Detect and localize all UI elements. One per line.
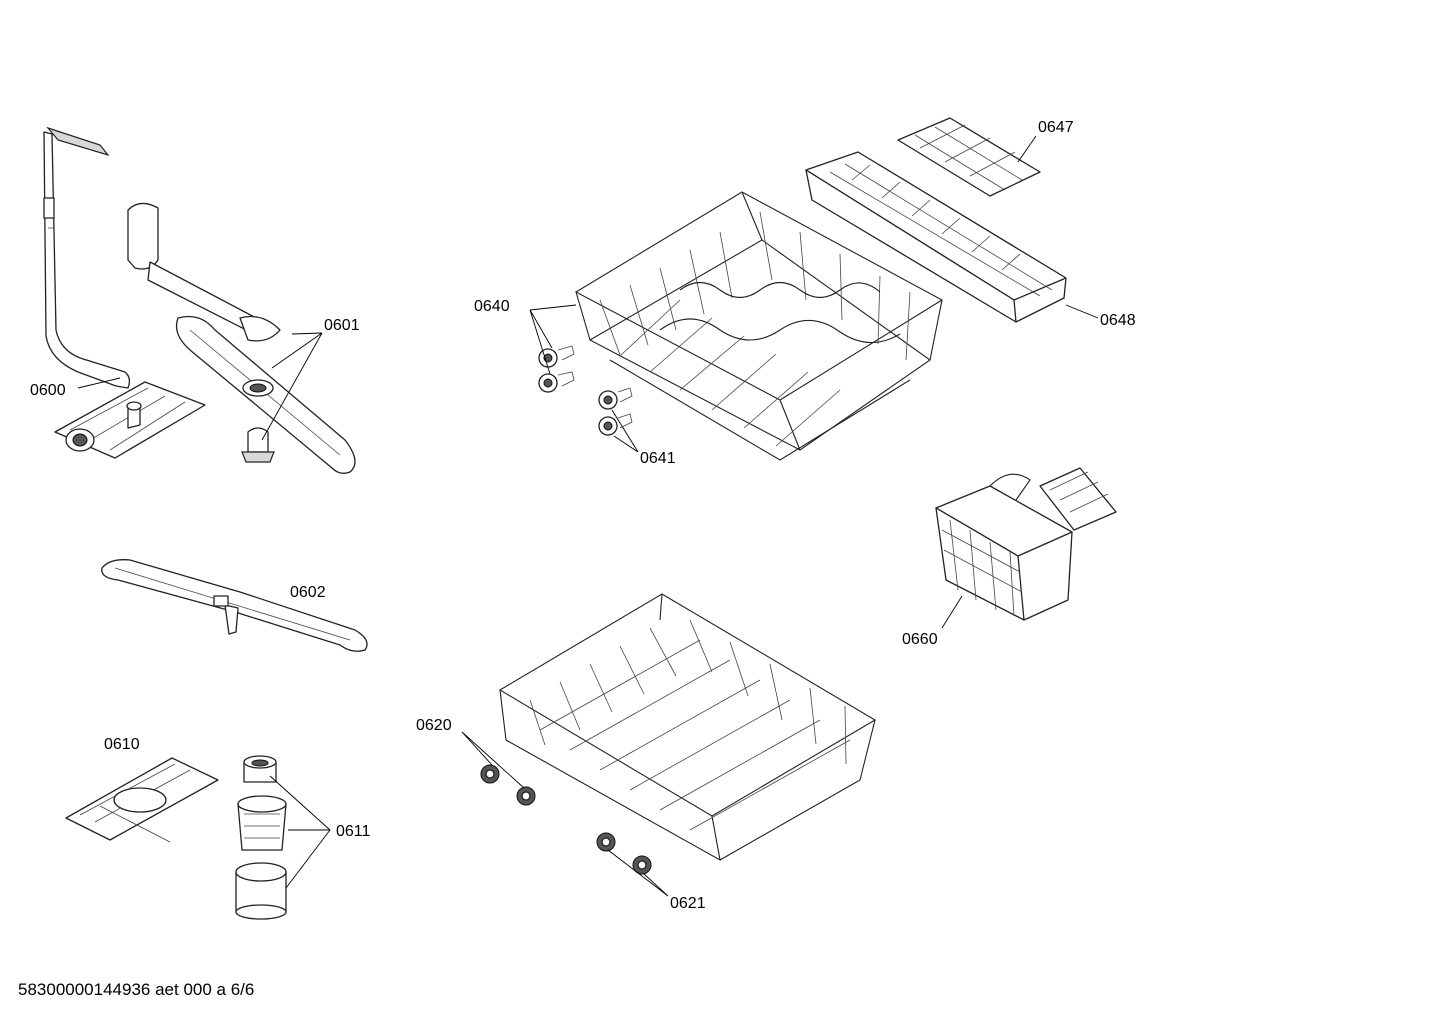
callout-0641: 0641	[640, 450, 676, 467]
callout-0600: 0600	[30, 382, 66, 399]
part-0601-arm-hub	[241, 427, 275, 463]
callout-0660: 0660	[902, 631, 938, 648]
callout-0611: 0611	[336, 823, 371, 840]
document-footer-id: 58300000144936 aet 000 a 6/6	[18, 980, 255, 999]
callout-0648: 0648	[1100, 312, 1136, 329]
part-upper-basket	[574, 191, 944, 461]
part-0600-supply-pipe	[43, 126, 131, 389]
callout-0602: 0602	[290, 584, 326, 601]
part-0601-upper-spray-arm	[175, 315, 356, 474]
part-0621-basket-rollers	[596, 832, 652, 875]
part-0601-spray-arm-feeder	[127, 202, 281, 342]
part-0611-filter-set	[235, 755, 287, 920]
callout-0647: 0647	[1038, 119, 1074, 136]
part-0641-basket-rollers	[598, 387, 633, 436]
part-lower-basket	[498, 593, 877, 862]
part-0660-cutlery-basket	[935, 467, 1117, 621]
part-0610-sieve-plate	[65, 757, 219, 843]
callout-0621: 0621	[670, 895, 706, 912]
part-0640-basket-rollers	[538, 345, 575, 393]
callout-0620: 0620	[416, 717, 452, 734]
part-0600-base-plate	[54, 381, 206, 459]
leader-lines	[77, 135, 1099, 897]
part-0648-cutlery-tray	[805, 151, 1067, 323]
callout-0640: 0640	[474, 298, 510, 315]
callout-0610: 0610	[104, 736, 140, 753]
part-0647-tray-insert	[897, 117, 1041, 197]
part-0620-basket-rollers	[480, 764, 536, 806]
part-0602-lower-spray-arm	[101, 559, 368, 652]
callout-0601: 0601	[324, 317, 360, 334]
